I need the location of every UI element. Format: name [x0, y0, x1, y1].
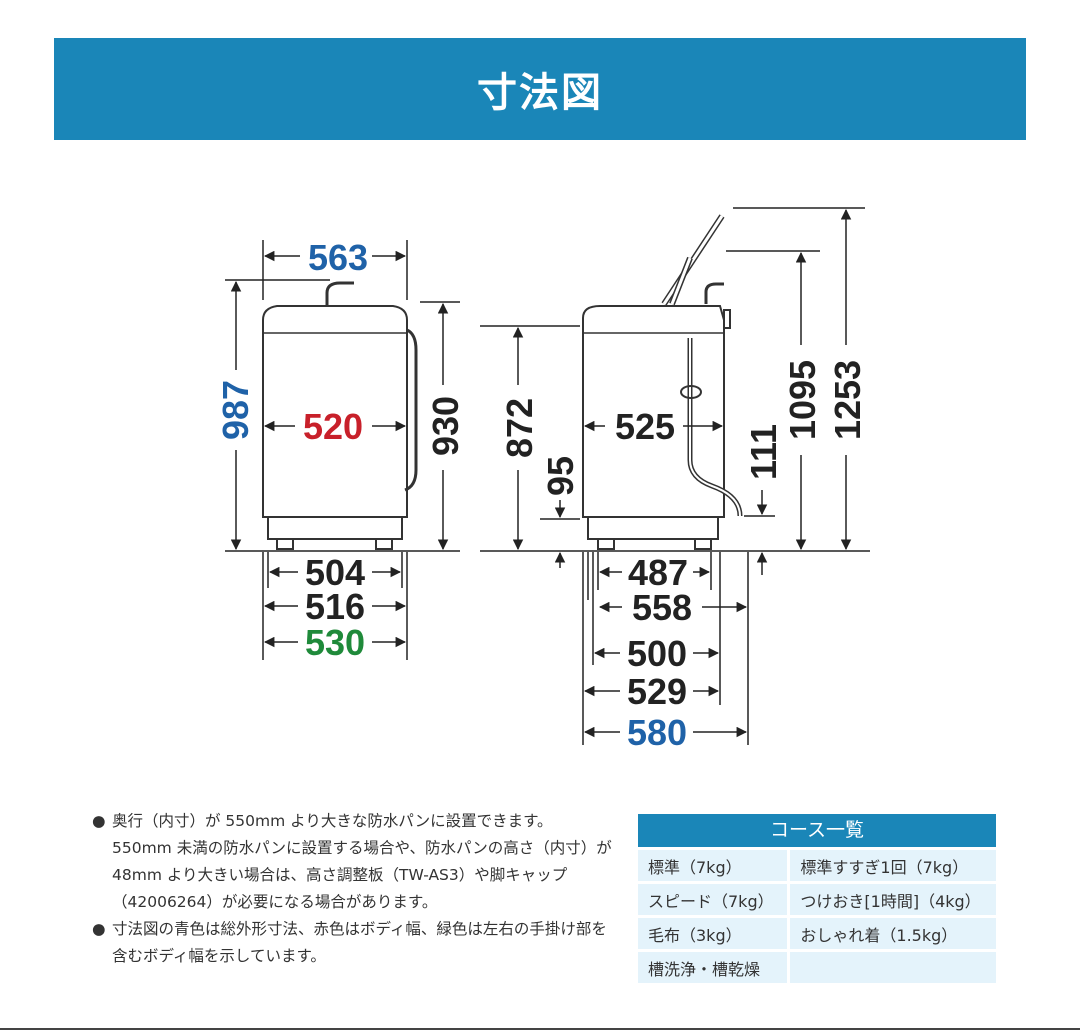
dim-width-516: 516 [305, 586, 365, 627]
bottom-divider [0, 1028, 1080, 1030]
bullet-icon: ● [92, 920, 106, 938]
note-text: 奥行（内寸）が 550mm より大きな防水パンに設置できます。550mm 未満の… [112, 812, 612, 911]
notes: ● 奥行（内寸）が 550mm より大きな防水パンに設置できます。550mm 未… [92, 808, 612, 970]
course-list: コース一覧 標準（7kg） 標準すすぎ1回（7kg） スピード（7kg） つけお… [638, 814, 996, 986]
dim-height-111: 111 [743, 424, 784, 480]
table-row: 毛布（3kg） おしゃれ着（1.5kg） [638, 918, 996, 949]
page-title: 寸法図 [477, 70, 603, 116]
table-row: 標準（7kg） 標準すすぎ1回（7kg） [638, 850, 996, 881]
dim-body-width: 520 [303, 406, 363, 447]
table-cell: スピード（7kg） [638, 884, 788, 915]
front-view-dimension-lines [225, 240, 460, 660]
dim-depth-overall: 580 [627, 712, 687, 753]
dim-base-width: 504 [305, 552, 365, 593]
dim-depth-529: 529 [627, 671, 687, 712]
table-cell: 槽洗浄・槽乾燥 [638, 952, 788, 983]
dim-height-overall: 987 [215, 380, 256, 440]
front-view-machine [262, 281, 418, 550]
side-view-machine [582, 214, 743, 550]
dimension-diagram: 563 987 520 930 504 516 530 525 872 95 1… [215, 207, 870, 753]
dim-height-body: 930 [425, 396, 466, 456]
table-cell: つけおき[1時間]（4kg） [787, 884, 996, 915]
bullet-icon: ● [92, 812, 106, 830]
table-cell: おしゃれ着（1.5kg） [787, 918, 996, 949]
table-cell: 標準（7kg） [638, 850, 788, 881]
dim-width-handles: 530 [305, 622, 365, 663]
table-cell: 標準すすぎ1回（7kg） [787, 850, 996, 881]
table-row: スピード（7kg） つけおき[1時間]（4kg） [638, 884, 996, 915]
table-cell: 毛布（3kg） [638, 918, 788, 949]
dim-depth-body: 525 [615, 406, 675, 447]
dim-height-1095: 1095 [782, 360, 823, 440]
side-view-dimension-lines [480, 207, 870, 745]
dim-depth-500: 500 [627, 633, 687, 674]
dim-height-872: 872 [499, 398, 540, 458]
dim-height-open: 1253 [827, 360, 868, 440]
note-item: ● 寸法図の青色は総外形寸法、赤色はボディ幅、緑色は左右の手掛け部を含むボディ幅… [92, 916, 612, 970]
note-item: ● 奥行（内寸）が 550mm より大きな防水パンに設置できます。550mm 未… [92, 808, 612, 916]
course-list-title: コース一覧 [638, 814, 996, 847]
table-cell [787, 952, 996, 983]
dim-depth-558: 558 [632, 587, 692, 628]
dim-width-overall: 563 [308, 237, 368, 278]
course-table: 標準（7kg） 標準すすぎ1回（7kg） スピード（7kg） つけおき[1時間]… [638, 847, 996, 986]
dim-height-95: 95 [540, 456, 581, 496]
table-row: 槽洗浄・槽乾燥 [638, 952, 996, 983]
header-banner: 寸法図 [54, 38, 1026, 140]
dim-depth-487: 487 [628, 552, 688, 593]
note-text: 寸法図の青色は総外形寸法、赤色はボディ幅、緑色は左右の手掛け部を含むボディ幅を示… [112, 920, 607, 965]
